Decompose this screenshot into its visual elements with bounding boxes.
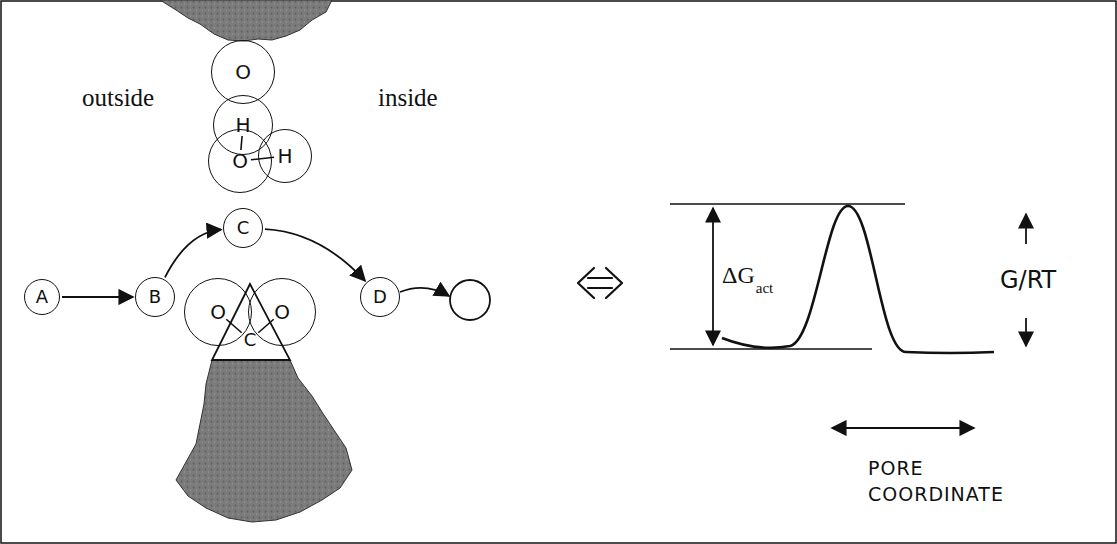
- atom-letter: H: [277, 146, 292, 166]
- path-arrow: [62, 296, 133, 298]
- atom-letter: O: [235, 62, 251, 82]
- energy-diagram: [670, 204, 1026, 428]
- carbon-atom: C: [236, 326, 264, 354]
- atom-letter: O: [210, 302, 226, 322]
- pore-wall: [160, 0, 332, 41]
- region-label: outside: [82, 84, 154, 112]
- equivalence-symbol: [578, 268, 622, 298]
- atom-letter: C: [237, 219, 250, 237]
- atom-letter: D: [373, 288, 387, 306]
- ion-circle: B: [135, 277, 175, 317]
- atom-letter: C: [244, 331, 257, 349]
- ion-circle: [450, 280, 490, 320]
- atom-letter: A: [36, 288, 48, 306]
- oxygen-atom: O: [184, 278, 252, 346]
- path-arrow: [165, 230, 221, 278]
- bond-line: [241, 136, 242, 150]
- pore-wall: [176, 360, 352, 522]
- energy-symbol: ΔG: [722, 262, 755, 289]
- ion-circle: C: [223, 208, 263, 248]
- oxygen-atom: O: [248, 278, 316, 346]
- oxygen-atom: O: [208, 129, 272, 193]
- region-label: inside: [378, 84, 438, 112]
- bond-line: [258, 319, 273, 333]
- axis-label: PORE COORDINATE: [868, 456, 1018, 507]
- ion-path-arrow: [400, 288, 449, 296]
- bond-line: [251, 157, 274, 160]
- path-arrow: [265, 229, 365, 281]
- ion-circle: A: [24, 279, 60, 315]
- carboxyl-triangle: [212, 284, 290, 360]
- hydrogen-atom: H: [213, 95, 273, 155]
- ion-circle: D: [360, 277, 400, 317]
- hydrogen-atom: H: [258, 129, 312, 183]
- axis-label: G/RT: [1000, 266, 1056, 294]
- bond-line: [226, 319, 241, 333]
- energy-subscript: act: [756, 280, 773, 297]
- atom-letter: H: [235, 115, 250, 135]
- atom-letter: O: [274, 302, 290, 322]
- atom-letter: B: [149, 288, 161, 306]
- atom-letter: O: [232, 151, 248, 171]
